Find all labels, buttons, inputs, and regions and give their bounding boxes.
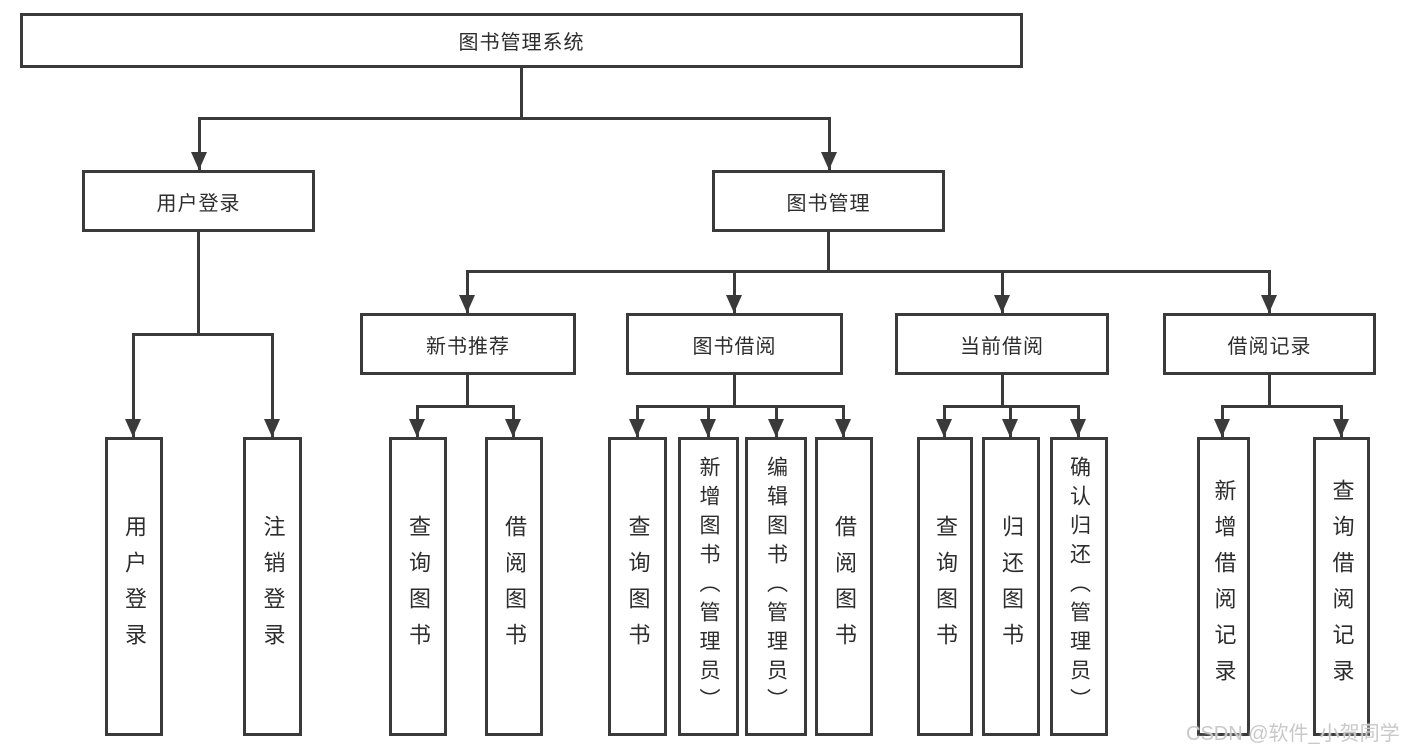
connector-line bbox=[197, 232, 200, 336]
node-new-book-recommend: 新书推荐 bbox=[360, 313, 576, 375]
leaf-user-login: 用户登录 bbox=[105, 437, 163, 736]
connector-line bbox=[1001, 375, 1004, 408]
connector-line bbox=[271, 333, 274, 437]
leaf-label: 用户登录 bbox=[122, 514, 147, 659]
node-book-borrow: 图书借阅 bbox=[626, 313, 843, 375]
arrow-down-icon bbox=[191, 152, 207, 170]
leaf-return-books: 归还图书 bbox=[982, 437, 1040, 736]
node-borrow-record: 借阅记录 bbox=[1163, 313, 1376, 375]
leaf-logout: 注销登录 bbox=[243, 437, 302, 736]
node-root-label: 图书管理系统 bbox=[458, 32, 585, 54]
arrow-down-icon bbox=[1333, 419, 1349, 437]
connector-line bbox=[132, 333, 135, 437]
connector-line bbox=[733, 375, 736, 408]
node-root: 图书管理系统 bbox=[20, 13, 1023, 68]
leaf-label: 注销登录 bbox=[260, 514, 286, 659]
connector-line bbox=[133, 333, 274, 336]
leaf-confirm-return-admin: 确认归还（管理员） bbox=[1050, 437, 1108, 736]
arrow-down-icon bbox=[994, 295, 1010, 313]
arrow-down-icon bbox=[768, 419, 784, 437]
leaf-label: 归还图书 bbox=[999, 514, 1024, 659]
leaf-query-books-borrow: 查询图书 bbox=[608, 437, 667, 736]
leaf-label: 查询图书 bbox=[406, 514, 431, 659]
leaf-add-books-admin: 新增图书（管理员） bbox=[678, 437, 739, 736]
leaf-query-books-current: 查询图书 bbox=[917, 437, 973, 736]
leaf-label: 查询图书 bbox=[933, 514, 958, 659]
connector-line bbox=[467, 270, 1271, 273]
leaf-label: 确认归还（管理员） bbox=[1067, 456, 1091, 717]
connector-line bbox=[416, 405, 515, 408]
connector-line bbox=[198, 117, 201, 170]
arrow-down-icon bbox=[505, 419, 521, 437]
leaf-add-borrow-record: 新增借阅记录 bbox=[1197, 437, 1250, 736]
connector-line bbox=[1221, 405, 1342, 408]
arrow-down-icon bbox=[835, 419, 851, 437]
node-label: 图书借阅 bbox=[692, 335, 777, 358]
arrow-down-icon bbox=[821, 152, 837, 170]
node-current-borrow: 当前借阅 bbox=[895, 313, 1109, 375]
arrow-down-icon bbox=[700, 419, 716, 437]
leaf-label: 查询图书 bbox=[625, 514, 651, 659]
leaf-borrow-books-recommend: 借阅图书 bbox=[485, 437, 543, 736]
leaf-label: 借阅图书 bbox=[832, 514, 857, 659]
connector-line bbox=[1268, 375, 1271, 408]
leaf-query-borrow-record: 查询借阅记录 bbox=[1313, 437, 1370, 736]
node-label: 图书管理 bbox=[786, 192, 871, 215]
csdn-watermark: CSDN @软件_小贺同学 bbox=[1186, 723, 1400, 745]
arrow-down-icon bbox=[459, 295, 475, 313]
leaf-label: 新增借阅记录 bbox=[1211, 478, 1237, 695]
node-label: 借阅记录 bbox=[1227, 335, 1312, 358]
arrow-down-icon bbox=[409, 419, 425, 437]
node-book-management: 图书管理 bbox=[712, 170, 945, 232]
arrow-down-icon bbox=[1261, 295, 1277, 313]
node-user-login: 用户登录 bbox=[82, 170, 315, 232]
connector-line bbox=[828, 117, 831, 170]
node-label: 当前借阅 bbox=[960, 335, 1044, 358]
leaf-query-books-recommend: 查询图书 bbox=[389, 437, 447, 736]
arrow-down-icon bbox=[629, 419, 645, 437]
arrow-down-icon bbox=[125, 419, 141, 437]
leaf-label: 编辑图书（管理员） bbox=[764, 456, 788, 717]
arrow-down-icon bbox=[936, 419, 952, 437]
connector-line bbox=[198, 117, 831, 120]
connector-line bbox=[733, 270, 736, 313]
connector-line bbox=[1268, 270, 1271, 313]
leaf-label: 查询借阅记录 bbox=[1329, 478, 1355, 695]
connector-line bbox=[1001, 270, 1004, 313]
connector-line bbox=[827, 232, 830, 273]
connector-line bbox=[520, 68, 523, 118]
node-label: 新书推荐 bbox=[426, 335, 510, 358]
leaf-label: 新增图书（管理员） bbox=[697, 456, 720, 717]
arrow-down-icon bbox=[726, 295, 742, 313]
connector-line bbox=[636, 405, 845, 408]
arrow-down-icon bbox=[264, 419, 280, 437]
node-label: 用户登录 bbox=[156, 192, 241, 215]
connector-line bbox=[466, 270, 469, 313]
connector-line bbox=[466, 375, 469, 408]
leaf-borrow-books: 借阅图书 bbox=[815, 437, 873, 736]
arrow-down-icon bbox=[1070, 419, 1086, 437]
leaf-edit-books-admin: 编辑图书（管理员） bbox=[745, 437, 807, 736]
arrow-down-icon bbox=[1214, 419, 1230, 437]
leaf-label: 借阅图书 bbox=[502, 514, 527, 659]
arrow-down-icon bbox=[1002, 419, 1018, 437]
